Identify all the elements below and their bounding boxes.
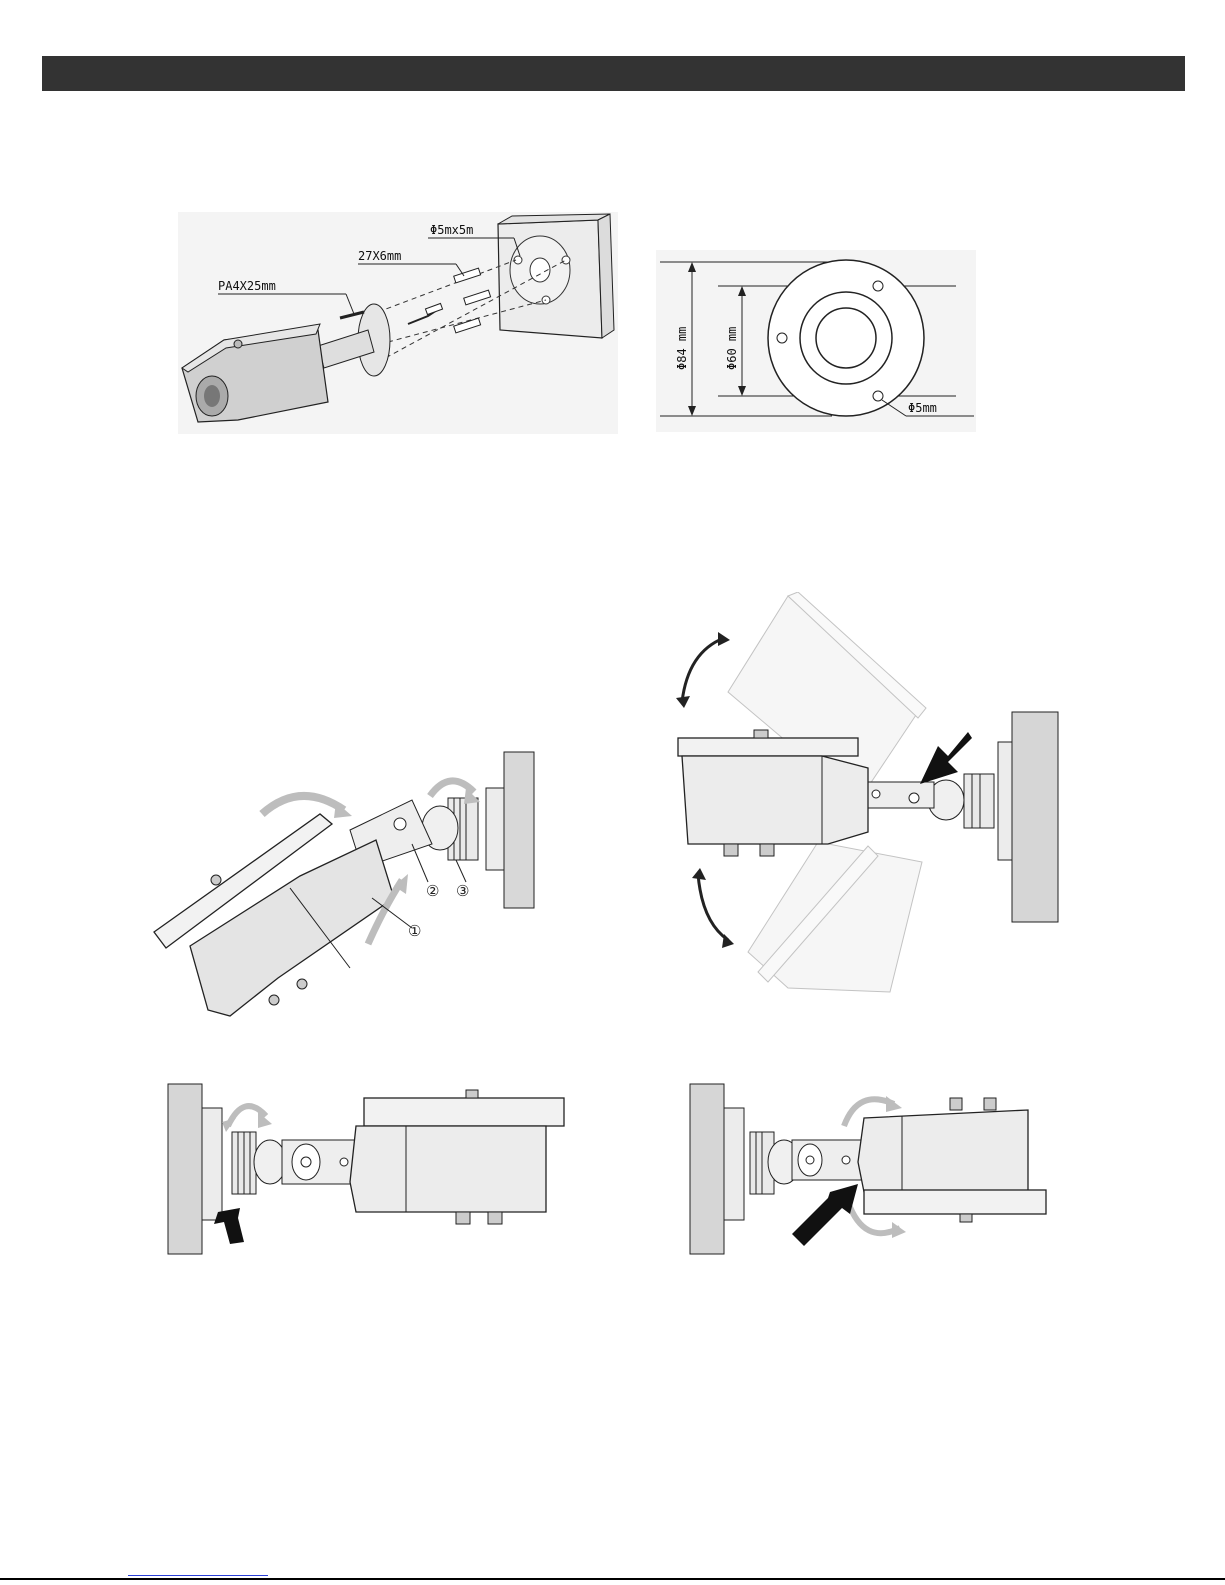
inner-diameter-label: Φ60 mm <box>725 327 739 370</box>
callout-3: ③ <box>456 882 469 900</box>
base-plate-dimension-figure: Φ84 mm Φ60 mm Φ5mm <box>656 250 976 432</box>
outer-diameter-label: Φ84 mm <box>675 327 689 370</box>
angle-adjustment-figure: ① ② ③ <box>150 748 550 1028</box>
footer-rule <box>0 1578 1225 1580</box>
callout-2: ② <box>426 882 439 900</box>
wire-label: Φ5mx5m <box>430 223 473 237</box>
bolt-label: PA4X25mm <box>218 279 276 293</box>
rotate-collar-figure <box>166 1082 568 1258</box>
anchor-label: 27X6mm <box>358 249 401 263</box>
tilt-range-figure <box>668 592 1068 1002</box>
footer-link-underline[interactable] <box>128 1575 268 1576</box>
swivel-rotation-figure <box>688 1082 1060 1258</box>
exploded-mount-figure: PA4X25mm 27X6mm Φ5mx5m <box>178 212 618 434</box>
callout-1: ① <box>408 922 421 940</box>
hole-diameter-label: Φ5mm <box>908 401 937 415</box>
header-bar <box>42 56 1185 91</box>
